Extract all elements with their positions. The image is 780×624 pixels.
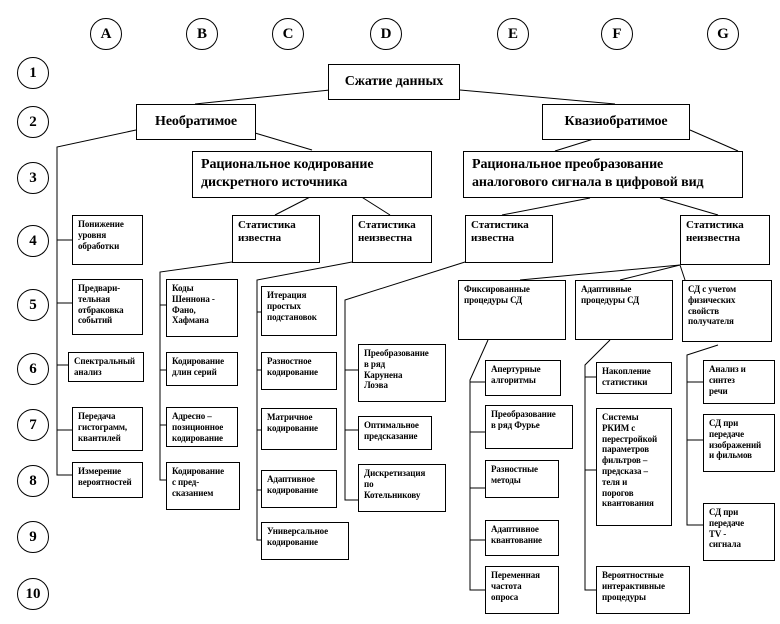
row-label-4: 4 [17, 225, 49, 257]
row-label-10: 10 [17, 578, 49, 610]
row-label-9: 9 [17, 521, 49, 553]
node-root: Сжатие данных [328, 64, 460, 100]
node-optimal-prediction: Оптимальное предсказание [358, 416, 432, 450]
node-predictive-coding: Кодирование с пред- сказанием [166, 462, 240, 510]
node-image-transmission: СД при передаче изображений и фильмов [703, 414, 775, 472]
row-label-1: 1 [17, 57, 49, 89]
node-adaptive-coding: Адаптивное кодирование [261, 470, 337, 508]
node-preliminary-rejection: Предвари- тельная отбраковка событий [72, 279, 143, 335]
node-histograms: Передача гистограмм, квантилей [72, 407, 143, 451]
row-label-5: 5 [17, 289, 49, 321]
node-aperture-algorithms: Апертурные алгоритмы [485, 360, 561, 396]
row-label-7: 7 [17, 409, 49, 441]
column-label-e: E [497, 18, 529, 50]
node-lower-level: Понижение уровня обработки [72, 215, 143, 265]
node-spectral-analysis: Спектральный анализ [68, 352, 144, 382]
row-label-2: 2 [17, 106, 49, 138]
node-iteration-substitution: Итерация простых подстановок [261, 286, 337, 336]
node-statistics-accumulation: Накопление статистики [596, 362, 672, 394]
node-rational-transform: Рациональное преобразование аналогового … [463, 151, 743, 198]
node-variable-sampling: Переменная частота опроса [485, 566, 559, 614]
node-probability-measurement: Измерение вероятностей [72, 462, 143, 498]
column-label-b: B [186, 18, 218, 50]
node-irreversible: Необратимое [136, 104, 256, 140]
node-analog-stat-known: Статистика известна [465, 215, 553, 263]
node-karhunen-loeve: Преобразование в ряд Карунена Лоэва [358, 344, 446, 402]
node-rkim-systems: Системы РКИМ с перестройкой параметров ф… [596, 408, 672, 526]
node-quasi-reversible: Квазиобратимое [542, 104, 690, 140]
node-tv-transmission: СД при передаче TV - сигнала [703, 503, 775, 561]
node-kotelnikov: Дискретизация по Котельникову [358, 464, 446, 512]
node-speech-synthesis: Анализ и синтез речи [703, 360, 775, 404]
node-rational-coding: Рациональное кодирование дискретного ист… [192, 151, 432, 198]
row-label-8: 8 [17, 465, 49, 497]
node-run-length: Кодирование длин серий [166, 352, 238, 386]
column-label-d: D [370, 18, 402, 50]
node-discrete-stat-known: Статистика известна [232, 215, 320, 263]
node-adaptive-procedures: Адаптивные процедуры СД [575, 280, 673, 340]
node-physical-properties: СД с учетом физических свойств получател… [682, 280, 772, 342]
node-shannon-huffman: Коды Шеннона - Фано, Хафмана [166, 279, 238, 337]
node-fixed-procedures: Фиксированные процедуры СД [458, 280, 566, 340]
row-label-6: 6 [17, 353, 49, 385]
node-difference-coding: Разностное кодирование [261, 352, 337, 390]
node-matrix-coding: Матричное кодирование [261, 408, 337, 450]
node-analog-stat-unknown: Статистика неизвестна [680, 215, 770, 265]
node-universal-coding: Универсальное кодирование [261, 522, 349, 560]
node-fourier-series: Преобразование в ряд Фурье [485, 405, 573, 449]
column-label-c: C [272, 18, 304, 50]
node-adaptive-quantization: Адаптивное квантование [485, 520, 559, 556]
row-label-3: 3 [17, 162, 49, 194]
node-discrete-stat-unknown: Статистика неизвестна [352, 215, 432, 263]
column-label-g: G [707, 18, 739, 50]
column-label-a: A [90, 18, 122, 50]
node-address-position: Адресно – позиционное кодирование [166, 407, 238, 447]
node-difference-methods: Разностные методы [485, 460, 559, 498]
node-probabilistic-procedures: Вероятностные интерактивные процедуры [596, 566, 690, 614]
column-label-f: F [601, 18, 633, 50]
